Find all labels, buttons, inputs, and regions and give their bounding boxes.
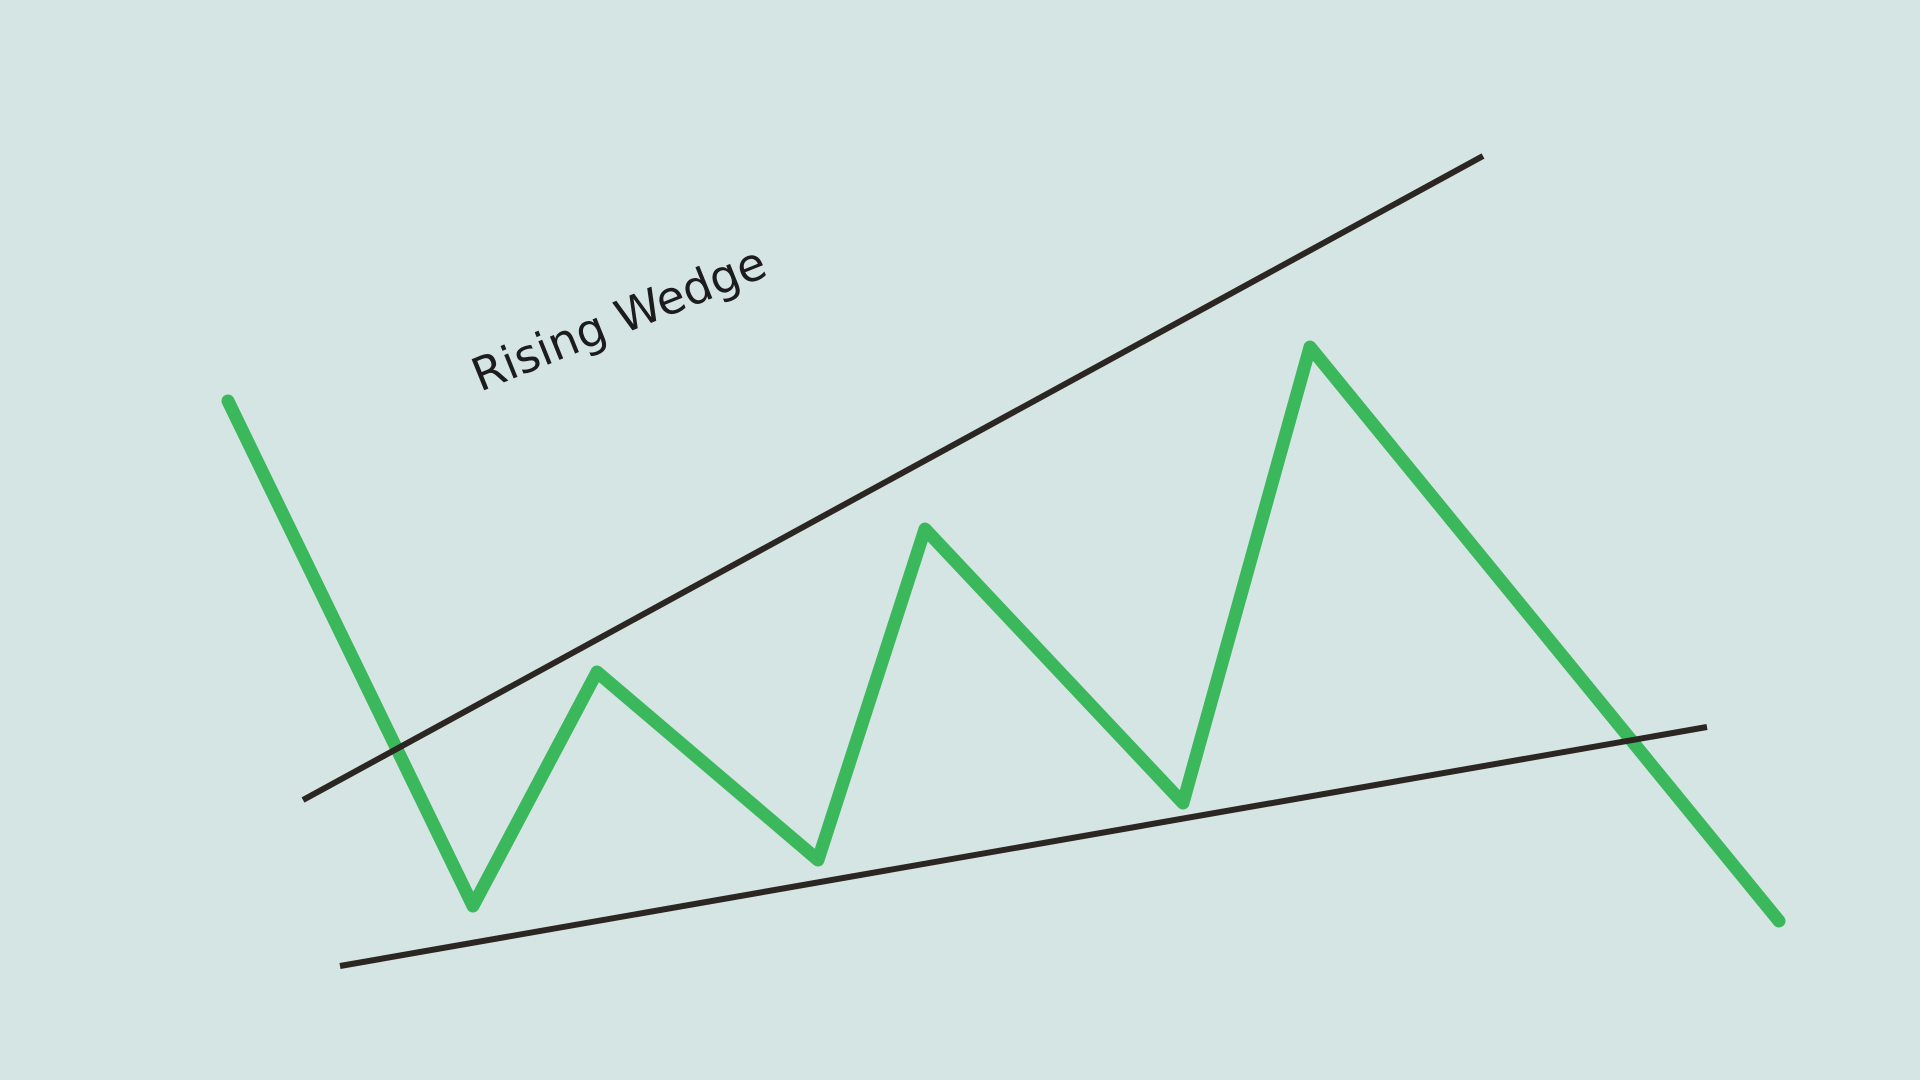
price-zigzag-line (221, 340, 1786, 928)
lower-trendline (339, 724, 1708, 969)
upper-trendline (301, 153, 1485, 803)
